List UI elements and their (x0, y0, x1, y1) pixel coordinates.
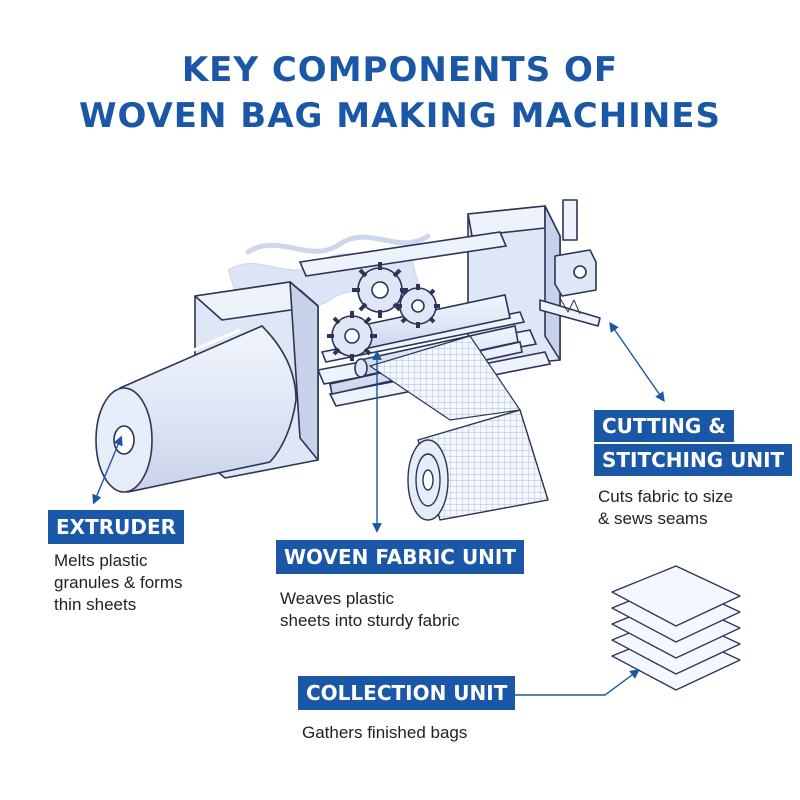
extruder-desc-line-3: thin sheets (54, 595, 137, 614)
extruder-description: Melts plastic granules & forms thin shee… (54, 550, 183, 616)
gear-icon (396, 284, 440, 328)
woven-fabric-unit-label: WOVEN FABRIC UNIT (276, 540, 525, 574)
title-line-2: WOVEN BAG MAKING MACHINES (78, 96, 721, 136)
woven-fabric-description: Weaves plastic sheets into sturdy fabric (280, 588, 460, 632)
woven-desc-line-2: sheets into sturdy fabric (280, 611, 460, 630)
cutting-desc-line-1: Cuts fabric to size (598, 487, 734, 506)
cutting-label-line-2: STITCHING UNIT (594, 444, 793, 476)
cutting-description: Cuts fabric to size & sews seams (598, 486, 733, 530)
fabric-roll (407, 409, 549, 521)
cutting-desc-line-2: & sews seams (598, 509, 708, 528)
extruder-desc-line-2: granules & forms (54, 573, 183, 592)
gear-icon (327, 311, 377, 361)
cutting-arrow (609, 321, 665, 403)
cutting-head (539, 199, 601, 327)
collection-arrow (497, 669, 640, 700)
collection-description: Gathers finished bags (302, 722, 467, 744)
collection-unit-label: COLLECTION UNIT (298, 676, 516, 710)
gear-icon (352, 262, 408, 318)
cutting-label-line-1: CUTTING & (594, 410, 734, 442)
collection-desc-line-1: Gathers finished bags (302, 723, 468, 742)
extruder-label: EXTRUDER (48, 510, 185, 544)
finished-bags-stack (611, 565, 741, 691)
woven-desc-line-1: Weaves plastic (280, 589, 395, 608)
title-line-1: KEY COMPONENTS OF (181, 50, 619, 90)
extruder-arrow (92, 435, 123, 505)
extruder-desc-line-1: Melts plastic (54, 551, 148, 570)
